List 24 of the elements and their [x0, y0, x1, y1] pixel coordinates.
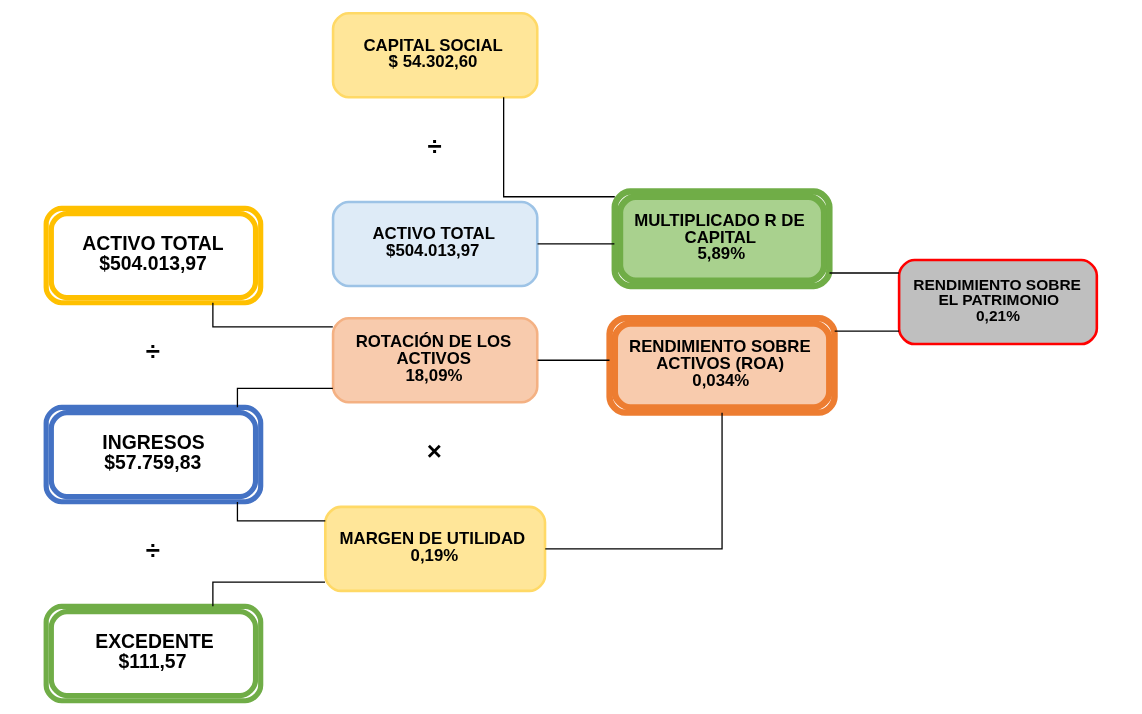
node-box: INGRESOS $57.759,83 — [43, 404, 263, 505]
node-box: CAPITAL SOCIAL $ 54.302,60 — [331, 11, 539, 99]
node-box: ROTACIÓN DE LOS ACTIVOS 18,09% — [331, 316, 539, 404]
label: × — [426, 436, 442, 465]
node-box: RENDIMIENTO SOBRE EL PATRIMONIO 0,21% — [897, 258, 1098, 346]
connector — [211, 302, 333, 328]
connector — [236, 387, 333, 408]
connector — [544, 412, 723, 550]
label: ÷ — [145, 337, 160, 366]
node-box: MARGEN DE UTILIDAD 0,19% — [323, 505, 546, 593]
node-box: RENDIMIENTO SOBRE ACTIVOS (ROA) 0,034% — [605, 315, 838, 416]
connector — [828, 272, 900, 274]
connector — [236, 501, 326, 522]
node-box: EXCEDENTE $111,57 — [43, 603, 263, 704]
node-box: MULTIPLICADO R DE CAPITAL 5,89% — [611, 188, 833, 290]
connector — [536, 359, 610, 361]
connector — [833, 330, 900, 332]
node-box: ACTIVO TOTAL $504.013,97 — [331, 200, 539, 288]
label: ÷ — [426, 131, 442, 160]
node-box: ACTIVO TOTAL $504.013,97 — [43, 205, 263, 306]
connector — [211, 581, 326, 607]
connector — [502, 96, 615, 198]
label: ÷ — [145, 536, 160, 565]
connector — [536, 243, 615, 245]
